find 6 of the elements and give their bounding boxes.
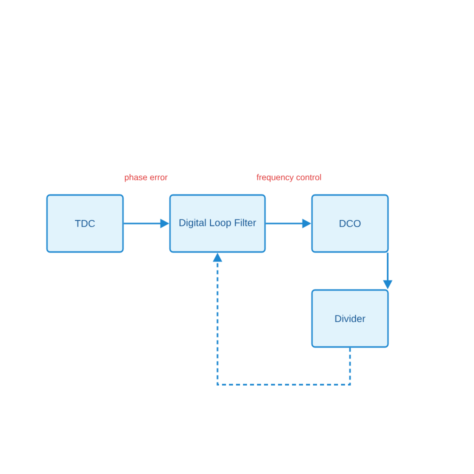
edge-label: phase error [124,174,168,182]
process-box: TDC [46,194,124,253]
process-box: Digital Loop Filter [169,194,266,253]
process-box: DCO [311,194,389,253]
process-box: Divider [311,289,389,348]
edge-label: frequency control [256,174,321,182]
